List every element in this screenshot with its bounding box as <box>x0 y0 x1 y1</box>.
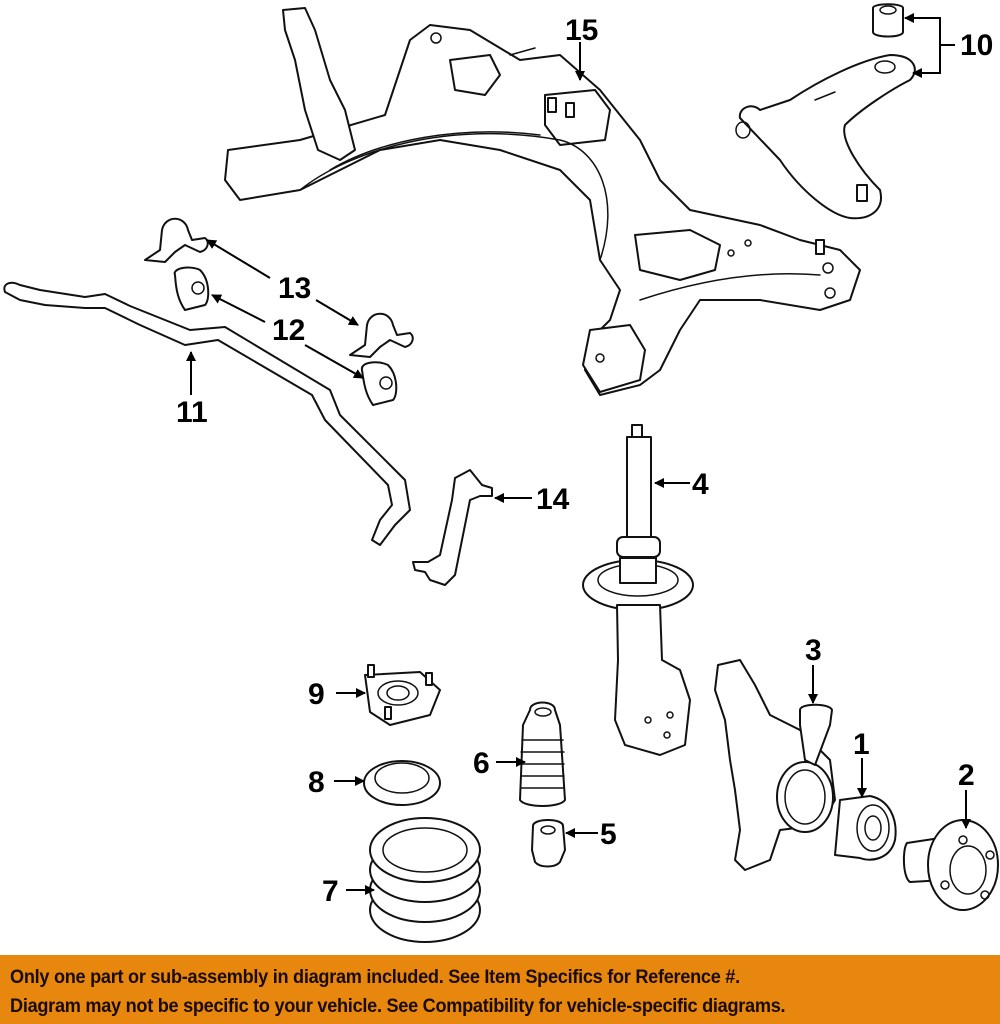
callout-1: 1 <box>853 728 870 761</box>
callout-5: 5 <box>600 818 617 851</box>
part-10-lower-control-arm <box>735 3 916 220</box>
callout-10: 10 <box>960 29 993 62</box>
callout-14: 14 <box>536 483 570 516</box>
callout-15: 15 <box>565 14 598 47</box>
callout-7: 7 <box>322 875 339 908</box>
callout-8: 8 <box>308 766 325 799</box>
part-1-wheel-bearing <box>834 795 897 861</box>
part-9-strut-mount <box>364 664 441 726</box>
parts-diagram: 15 10 13 12 11 14 4 9 3 1 2 8 6 5 7 <box>3 3 999 943</box>
leader-lines <box>186 13 971 895</box>
part-14-stabilizer-link <box>412 469 493 586</box>
callout-13: 13 <box>278 272 311 305</box>
part-3-knuckle-ball-joint <box>714 659 836 871</box>
disclaimer-line-2: Diagram may not be specific to your vehi… <box>10 995 786 1017</box>
part-5-bump-stop <box>531 819 566 868</box>
callout-2: 2 <box>958 759 975 792</box>
callout-4: 4 <box>692 468 709 501</box>
part-13-brackets <box>144 217 414 358</box>
callout-6: 6 <box>473 747 490 780</box>
part-8-spring-insulator <box>363 760 441 806</box>
crossmember <box>224 7 861 396</box>
part-11-stabilizer-bar <box>3 281 411 546</box>
callout-9: 9 <box>308 678 325 711</box>
callout-3: 3 <box>805 634 822 667</box>
disclaimer-banner: Only one part or sub-assembly in diagram… <box>0 955 1000 1024</box>
part-4-strut-assembly <box>582 424 694 756</box>
part-2-wheel-hub <box>902 819 999 911</box>
part-12-bushings <box>173 266 398 406</box>
disclaimer-line-1: Only one part or sub-assembly in diagram… <box>10 966 740 988</box>
part-6-dust-boot <box>519 701 566 807</box>
callout-11: 11 <box>176 396 208 429</box>
part-7-coil-spring <box>369 817 481 943</box>
callout-12: 12 <box>272 314 305 347</box>
